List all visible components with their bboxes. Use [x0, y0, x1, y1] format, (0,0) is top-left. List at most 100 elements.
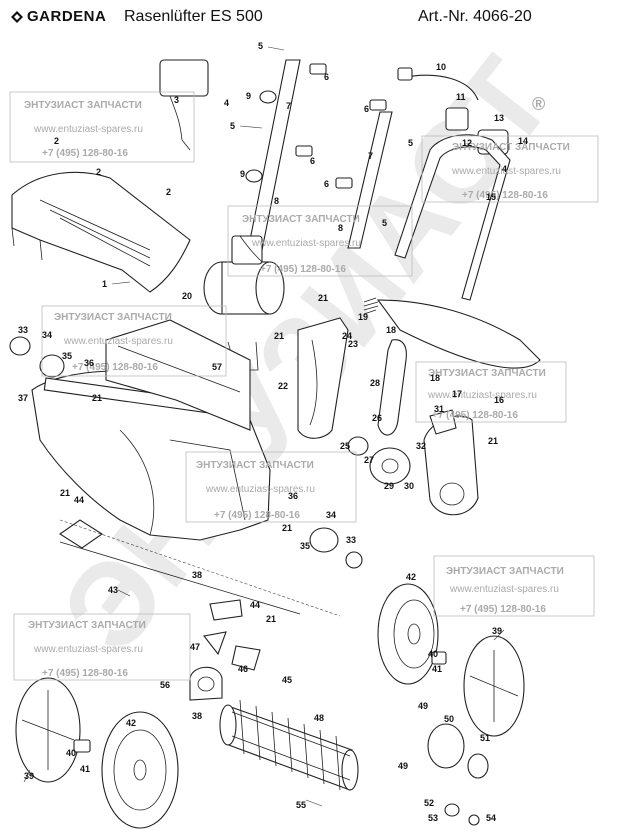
- part-label: 3: [174, 95, 179, 105]
- part-label: 21: [488, 436, 498, 446]
- part-label: 6: [324, 179, 329, 189]
- part-label: 53: [428, 813, 438, 823]
- brand-name: GARDENA: [27, 8, 107, 25]
- part-label: 21: [60, 488, 70, 498]
- svg-text:+7 (495) 128-80-16: +7 (495) 128-80-16: [42, 148, 128, 159]
- svg-text:www.entuziast-spares.ru: www.entuziast-spares.ru: [451, 166, 561, 177]
- part-label: 19: [358, 312, 368, 322]
- part-label: 40: [66, 748, 76, 758]
- part-label: 47: [190, 642, 200, 652]
- part-label: 2: [96, 167, 101, 177]
- part-label: 42: [406, 572, 416, 582]
- part-label: 41: [432, 664, 442, 674]
- part-label: 38: [192, 711, 202, 721]
- part-label: 20: [182, 291, 192, 301]
- part-label: 30: [404, 481, 414, 491]
- article-number: Art.-Nr. 4066-20: [418, 8, 532, 25]
- part-label: 39: [492, 626, 502, 636]
- part-label: 51: [480, 733, 490, 743]
- part-label: 57: [212, 362, 222, 372]
- svg-text:ЭНТУЗИАСТ ЗАПЧАСТИ: ЭНТУЗИАСТ ЗАПЧАСТИ: [446, 566, 564, 577]
- part-label: 1: [102, 279, 107, 289]
- part-label: 5: [258, 41, 263, 51]
- part-label: 10: [436, 62, 446, 72]
- part-label: 49: [398, 761, 408, 771]
- header: GARDENA Rasenlüfter ES 500 Art.-Nr. 4066…: [0, 0, 640, 34]
- svg-text:ЭНТУЗИАСТ ЗАПЧАСТИ: ЭНТУЗИАСТ ЗАПЧАСТИ: [54, 312, 172, 323]
- leader-lines: [23, 46, 505, 807]
- part-label: 31: [434, 404, 444, 414]
- part-label: 44: [250, 600, 260, 610]
- part-label: 7: [368, 151, 373, 161]
- part-label: 52: [424, 798, 434, 808]
- part-label: 11: [456, 92, 466, 102]
- part-label: 21: [318, 293, 328, 303]
- part-labels: 1 2 2 2 3 4 4 5 5 5 5 6 6 6 6 7 7 8 8 9 …: [18, 41, 528, 823]
- part-label: 40: [428, 649, 438, 659]
- svg-text:+7 (495) 128-80-16: +7 (495) 128-80-16: [72, 362, 158, 373]
- part-label: 25: [340, 441, 350, 451]
- svg-text:+7 (495) 128-80-16: +7 (495) 128-80-16: [260, 264, 346, 275]
- brand-logo: GARDENA: [10, 8, 106, 25]
- watermark-box-1: ЭНТУЗИАСТ ЗАПЧАСТИ www.entuziast-spares.…: [9, 91, 195, 163]
- part-label: 37: [18, 393, 28, 403]
- part-label: 5: [408, 138, 413, 148]
- svg-text:www.entuziast-spares.ru: www.entuziast-spares.ru: [427, 390, 537, 401]
- part-label: 32: [416, 441, 426, 451]
- part-label: 28: [370, 378, 380, 388]
- part-label: 55: [296, 800, 306, 810]
- svg-text:www.entuziast-spares.ru: www.entuziast-spares.ru: [63, 336, 173, 347]
- svg-text:www.entuziast-spares.ru: www.entuziast-spares.ru: [205, 484, 315, 495]
- part-label: 8: [338, 223, 343, 233]
- part-label: 34: [326, 510, 336, 520]
- part-label: 27: [364, 455, 374, 465]
- part-label: 48: [314, 713, 324, 723]
- part-label: 33: [346, 535, 356, 545]
- svg-text:ЭНТУЗИАСТ ЗАПЧАСТИ: ЭНТУЗИАСТ ЗАПЧАСТИ: [452, 142, 570, 153]
- part-label: 33: [18, 325, 28, 335]
- part-label: 35: [300, 541, 310, 551]
- svg-text:ЭНТУЗИАСТ ЗАПЧАСТИ: ЭНТУЗИАСТ ЗАПЧАСТИ: [242, 214, 360, 225]
- svg-text:ЭНТУЗИАСТ ЗАПЧАСТИ: ЭНТУЗИАСТ ЗАПЧАСТИ: [24, 100, 142, 111]
- part-label: 21: [266, 614, 276, 624]
- model-title: Rasenlüfter ES 500: [124, 8, 263, 25]
- svg-text:+7 (495) 128-80-16: +7 (495) 128-80-16: [214, 510, 300, 521]
- part-label: 44: [74, 495, 84, 505]
- part-label: 7: [286, 101, 291, 111]
- part-label: 21: [92, 393, 102, 403]
- part-label: 24: [342, 331, 352, 341]
- part-label: 46: [238, 664, 248, 674]
- svg-text:www.entuziast-spares.ru: www.entuziast-spares.ru: [33, 644, 143, 655]
- part-label: 22: [278, 381, 288, 391]
- svg-text:www.entuziast-spares.ru: www.entuziast-spares.ru: [449, 584, 559, 595]
- part-label: 5: [230, 121, 235, 131]
- part-label: 9: [246, 91, 251, 101]
- watermark-box-7: ЭНТУЗИАСТ ЗАПЧАСТИ www.entuziast-spares.…: [433, 555, 595, 617]
- part-label: 2: [54, 136, 59, 146]
- part-label: 6: [310, 156, 315, 166]
- part-label: 18: [430, 373, 440, 383]
- part-label: 26: [372, 413, 382, 423]
- svg-text:ЭНТУЗИАСТ ЗАПЧАСТИ: ЭНТУЗИАСТ ЗАПЧАСТИ: [428, 368, 546, 379]
- part-label: 36: [84, 358, 94, 368]
- part-label: 8: [274, 196, 279, 206]
- svg-text:+7 (495) 128-80-16: +7 (495) 128-80-16: [462, 190, 548, 201]
- svg-text:ЭНТУЗИАСТ ЗАПЧАСТИ: ЭНТУЗИАСТ ЗАПЧАСТИ: [28, 620, 146, 631]
- part-label: 38: [192, 570, 202, 580]
- part-label: 39: [24, 771, 34, 781]
- svg-text:+7 (495) 128-80-16: +7 (495) 128-80-16: [460, 604, 546, 615]
- part-label: 36: [288, 491, 298, 501]
- gardena-logo-icon: [11, 10, 23, 23]
- part-label: 4: [224, 98, 229, 108]
- part-label: 18: [386, 325, 396, 335]
- part-label: 17: [452, 389, 462, 399]
- part-label: 15: [486, 192, 496, 202]
- part-label: 12: [462, 138, 472, 148]
- svg-text:www.entuziast-spares.ru: www.entuziast-spares.ru: [33, 124, 143, 135]
- watermark-box-6: ЭНТУЗИАСТ ЗАПЧАСТИ www.entuziast-spares.…: [185, 451, 357, 523]
- part-label: 13: [494, 113, 504, 123]
- svg-text:www.entuziast-spares.ru: www.entuziast-spares.ru: [251, 238, 361, 249]
- part-label: 34: [42, 330, 52, 340]
- part-label: 54: [486, 813, 496, 823]
